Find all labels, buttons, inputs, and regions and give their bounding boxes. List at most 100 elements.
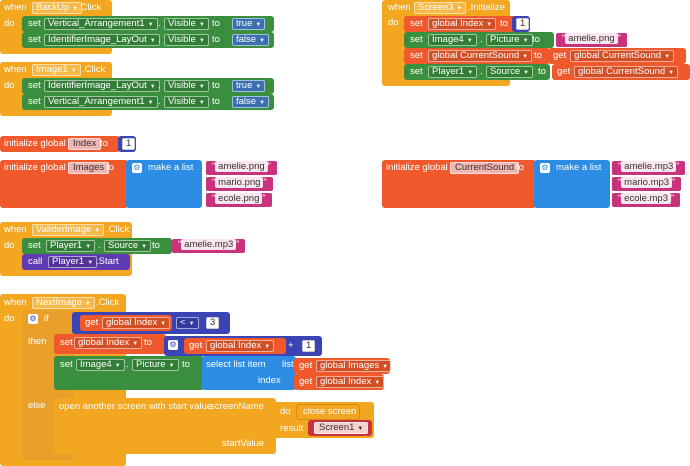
backup-component-dropdown[interactable]: BackUp▼ <box>32 2 83 14</box>
open-another-screen-block[interactable]: open another screen with start value scr… <box>54 398 276 454</box>
compare-block[interactable]: get global Index▼ <▼ 3 <box>72 312 230 334</box>
component-dropdown[interactable]: Player1▼ <box>428 66 478 78</box>
component-dropdown[interactable]: Image4▼ <box>428 34 477 46</box>
string-value[interactable]: amelie.mp3 <box>181 239 237 250</box>
make-a-list-block[interactable]: ⚙ make a list <box>534 160 610 208</box>
string-value[interactable]: ecole.mp3 <box>621 193 672 204</box>
click-event-label: .Click <box>78 2 102 13</box>
property-dropdown[interactable]: Visible▼ <box>164 80 209 92</box>
string-value[interactable]: mario.mp3 <box>621 177 673 188</box>
number-value[interactable]: 3 <box>206 317 220 329</box>
set-image-picture[interactable]: set Image4▼ . Picture▼ to <box>54 356 204 390</box>
set-statement[interactable]: set Vertical_Arrangement1▼ . Visible▼ to… <box>22 16 274 32</box>
call-player-start[interactable]: call Player1▼ .Start <box>22 254 130 270</box>
string-value[interactable]: ecole.png <box>215 193 263 204</box>
set-global-index[interactable]: set global Index▼ to <box>404 16 528 32</box>
property-dropdown[interactable]: Visible▼ <box>164 96 209 108</box>
string-value[interactable]: amelie.png <box>215 161 268 172</box>
call-keyword: call <box>28 256 43 267</box>
property-dropdown[interactable]: Visible▼ <box>164 18 209 30</box>
init-global-images[interactable]: initialize global Images to <box>0 160 128 208</box>
gear-icon[interactable]: ⚙ <box>28 314 38 324</box>
screen3-component-dropdown[interactable]: Screen3▼ <box>414 2 467 14</box>
set-image-picture[interactable]: set Image4▼ . Picture▼ to <box>404 32 554 48</box>
boolean-dropdown[interactable]: false▼ <box>232 96 270 108</box>
string-block[interactable]: “mario.mp3” <box>612 177 682 191</box>
string-block[interactable]: “mario.png” <box>206 177 273 191</box>
select-list-item-block[interactable]: select list item list index <box>202 356 296 390</box>
boolean-dropdown[interactable]: false▼ <box>232 34 270 46</box>
get-variable-block[interactable]: get global Index▼ <box>80 315 172 331</box>
number-block[interactable]: 1 <box>118 136 136 152</box>
variable-name-field[interactable]: Index <box>68 138 102 150</box>
screen-name-value[interactable]: Screen1▼ <box>314 422 369 434</box>
make-a-list-block[interactable]: ⚙ make a list <box>126 160 202 208</box>
variable-dropdown[interactable]: global Index▼ <box>74 337 143 349</box>
variable-dropdown[interactable]: global CurrentSound▼ <box>428 50 533 62</box>
number-value[interactable]: 1 <box>516 18 530 30</box>
component-dropdown[interactable]: IdentifierImage_LayOut▼ <box>44 80 160 92</box>
set-global-index[interactable]: set global Index▼ to <box>54 334 166 354</box>
get-variable-block[interactable]: get global Index▼ <box>184 338 286 354</box>
get-variable-block[interactable]: get global Index▼ <box>294 374 385 390</box>
addition-block[interactable]: ⚙ get global Index▼ + 1 <box>164 336 322 356</box>
component-dropdown[interactable]: Image4▼ <box>76 359 125 371</box>
set-keyword: set <box>60 359 73 370</box>
property-dropdown[interactable]: Visible▼ <box>164 34 209 46</box>
screen-name-block[interactable]: Screen1▼ <box>308 420 372 436</box>
variable-dropdown[interactable]: global Index▼ <box>316 376 385 388</box>
component-dropdown[interactable]: Player1▼ <box>46 240 96 252</box>
variable-dropdown[interactable]: global Index▼ <box>428 18 497 30</box>
init-global-index[interactable]: initialize global Index to <box>0 136 120 152</box>
string-block[interactable]: “amelie.png” <box>556 33 627 47</box>
string-block[interactable]: “amelie.mp3” <box>612 161 686 175</box>
set-global-currentsound[interactable]: set global CurrentSound▼ to <box>404 48 550 64</box>
variable-dropdown[interactable]: global CurrentSound▼ <box>570 50 675 62</box>
validerimage-component-dropdown[interactable]: ValiderImage▼ <box>32 224 105 236</box>
string-block[interactable]: “ecole.png” <box>206 193 272 207</box>
get-variable-block[interactable]: get global CurrentSound▼ <box>548 48 686 64</box>
string-block[interactable]: “ecole.mp3” <box>612 193 681 207</box>
property-dropdown[interactable]: Source▼ <box>104 240 152 252</box>
set-player-source[interactable]: set Player1▼ . Source▼ to <box>22 238 172 254</box>
string-value[interactable]: amelie.mp3 <box>621 161 677 172</box>
gear-icon[interactable]: ⚙ <box>540 163 550 173</box>
else-keyword: else <box>28 400 46 411</box>
operator-dropdown[interactable]: <▼ <box>176 317 199 329</box>
component-dropdown[interactable]: IdentifierImage_LayOut▼ <box>44 34 160 46</box>
string-value[interactable]: amelie.png <box>565 33 618 44</box>
set-statement[interactable]: set IdentifierImage_LayOut▼ . Visible▼ t… <box>22 32 274 48</box>
boolean-dropdown[interactable]: true▼ <box>232 18 266 30</box>
variable-name-field[interactable]: Images <box>68 162 110 174</box>
variable-dropdown[interactable]: global Index▼ <box>206 340 275 352</box>
nextimage-component-dropdown[interactable]: NextImage▼ <box>32 297 95 309</box>
number-value[interactable]: 1 <box>302 340 316 352</box>
set-statement[interactable]: set IdentifierImage_LayOut▼ . Visible▼ t… <box>22 78 274 94</box>
init-global-currentsound[interactable]: initialize global CurrentSound to <box>382 160 536 208</box>
component-dropdown[interactable]: Vertical_Arrangement1▼ <box>44 96 158 108</box>
gear-icon[interactable]: ⚙ <box>168 340 178 350</box>
gear-icon[interactable]: ⚙ <box>132 163 142 173</box>
set-player-source[interactable]: set Player1▼ . Source▼ to <box>404 64 550 80</box>
get-variable-block[interactable]: get global CurrentSound▼ <box>552 64 690 80</box>
string-block[interactable]: “amelie.png” <box>206 161 277 175</box>
variable-dropdown[interactable]: global CurrentSound▼ <box>574 66 679 78</box>
property-dropdown[interactable]: Picture▼ <box>486 34 533 46</box>
number-block[interactable]: 1 <box>512 16 530 32</box>
variable-name-field[interactable]: CurrentSound <box>450 162 520 174</box>
number-value[interactable]: 1 <box>122 138 136 150</box>
boolean-dropdown[interactable]: true▼ <box>232 80 266 92</box>
variable-dropdown[interactable]: global Index▼ <box>102 317 171 329</box>
component-dropdown[interactable]: Vertical_Arrangement1▼ <box>44 18 158 30</box>
property-dropdown[interactable]: Source▼ <box>486 66 534 78</box>
dot-label: . <box>98 240 101 251</box>
set-statement[interactable]: set Vertical_Arrangement1▼ . Visible▼ to… <box>22 94 274 110</box>
property-dropdown[interactable]: Picture▼ <box>132 359 179 371</box>
component-dropdown[interactable]: Player1▼ <box>48 256 98 268</box>
get-variable-block[interactable]: get global Images▼ <box>294 358 393 374</box>
close-screen-block[interactable]: close screen <box>296 404 360 420</box>
string-value[interactable]: mario.png <box>215 177 264 188</box>
image1-component-dropdown[interactable]: Image1▼ <box>32 64 81 76</box>
variable-dropdown[interactable]: global Images▼ <box>316 360 393 372</box>
string-block[interactable]: “amelie.mp3” <box>172 239 246 253</box>
